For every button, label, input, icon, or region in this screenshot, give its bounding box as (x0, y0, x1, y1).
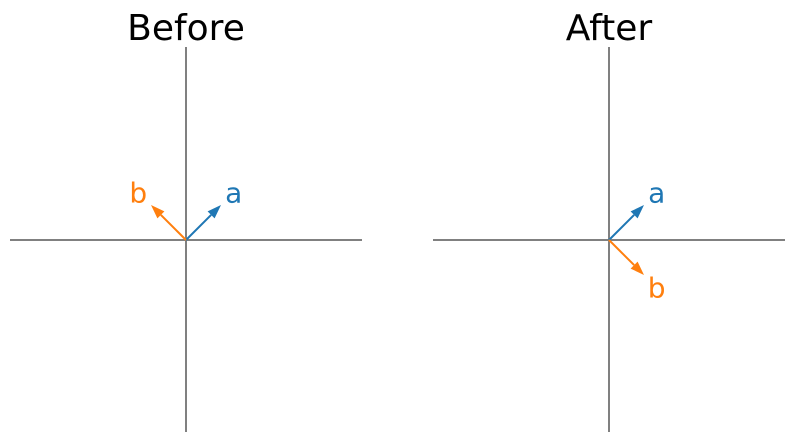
vector-b-arrow: b (129, 176, 187, 241)
vector-b-shaft (160, 214, 187, 241)
vector-a-shaft (185, 214, 212, 241)
vector-a-arrow: a (608, 176, 665, 241)
vector-b-arrowhead (151, 205, 165, 219)
vector-a-shaft (608, 214, 635, 241)
vector-b-arrow: b (608, 239, 666, 305)
panel-title-after: After (566, 8, 653, 49)
vector-a-arrow: a (185, 176, 242, 241)
vector-a-arrowhead (630, 205, 644, 219)
vector-b-label: b (648, 272, 666, 305)
vector-b-label: b (129, 176, 147, 209)
vector-b-arrowhead (630, 261, 644, 275)
panel-before: Before ab (10, 8, 362, 432)
vector-a-label: a (648, 176, 665, 209)
vector-a-label: a (225, 176, 242, 209)
panel-title-before: Before (127, 8, 245, 49)
panel-after: After ab (433, 8, 785, 432)
vector-b-shaft (608, 239, 635, 266)
vector-a-arrowhead (207, 205, 221, 219)
vectors-before: ab (129, 176, 242, 241)
vectors-after: ab (608, 176, 666, 305)
